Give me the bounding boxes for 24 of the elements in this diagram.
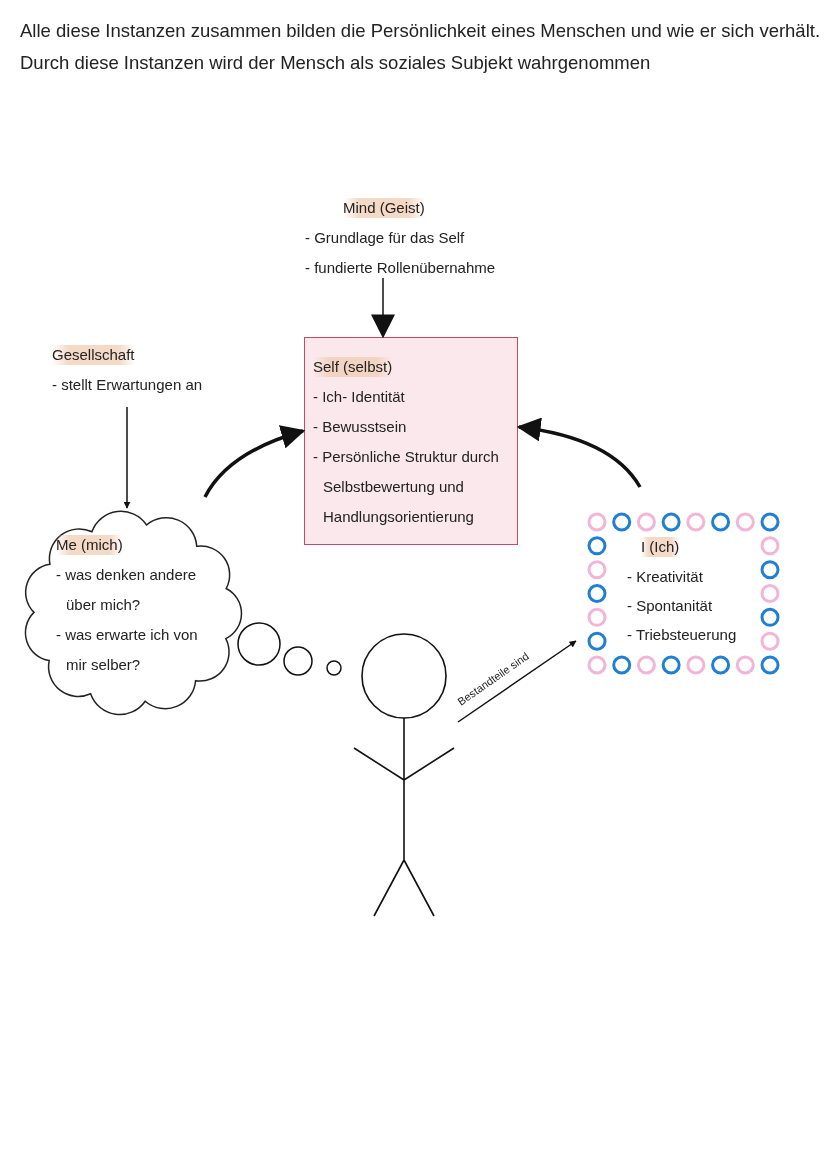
- self-heading: Self (selbst): [313, 357, 393, 377]
- bullet-point: - Bewusstsein: [313, 417, 408, 437]
- intro-sentence: Alle diese Instanzen zusammen bilden die Persönlichkeit eines Menschen und wie er sich verhält.: [20, 20, 821, 42]
- bullet-point: - Kreativität: [627, 567, 704, 587]
- i-heading: I (Ich): [641, 537, 680, 557]
- bullet-point: - Spontanität: [627, 596, 714, 616]
- curved-arrow: [203, 425, 306, 498]
- arrow: [457, 640, 577, 723]
- mind-heading: Mind (Geist): [343, 198, 425, 218]
- arrow: [123, 406, 131, 509]
- arrow: [371, 277, 395, 339]
- bullet-point: - Ich- Identität: [313, 387, 406, 407]
- bullet-point: - was erwarte ich von mir selber?: [56, 625, 199, 675]
- bullet-point: - fundierte Rollenübernahme: [305, 258, 497, 278]
- curved-arrow: [516, 418, 642, 488]
- bullet-point: - stellt Erwartungen an: [52, 375, 204, 395]
- bullet-point: - Grundlage für das Self: [305, 228, 466, 248]
- intro-sentence: Durch diese Instanzen wird der Mensch als soziales Subjekt wahrgenommen: [20, 52, 651, 74]
- me-heading: Me (mich): [56, 535, 123, 555]
- bullet-point: - Persönliche Struktur durch Selbstbewertung und Handlungsorientierung: [313, 447, 500, 527]
- bullet-point: - Triebsteuerung: [627, 625, 738, 645]
- bullet-point: - was denken andere über mich?: [56, 565, 198, 615]
- society-heading: Gesellschaft: [52, 345, 135, 365]
- self-box: [304, 337, 518, 545]
